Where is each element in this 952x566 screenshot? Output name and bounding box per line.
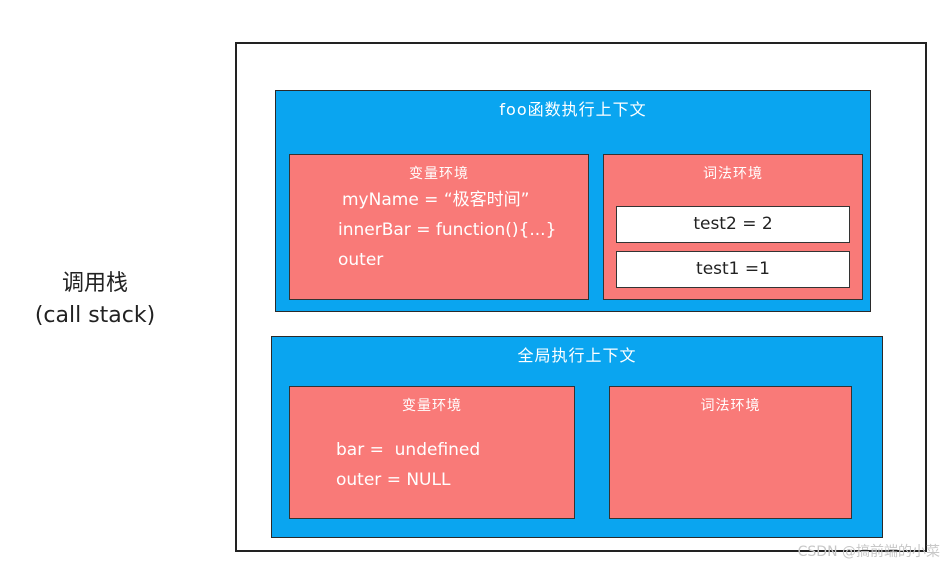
global-execution-context: 全局执行上下文 变量环境 bar = undefined outer = NUL… xyxy=(271,336,883,538)
lexical-item-test2: test2 = 2 xyxy=(616,206,850,243)
var-line-bar: bar = undefined xyxy=(336,440,481,460)
foo-execution-context: foo函数执行上下文 变量环境 myName = “极客时间” innerBar… xyxy=(275,90,871,312)
var-line-outer-null: outer = NULL xyxy=(336,470,451,490)
global-variable-list: bar = undefined outer = NULL xyxy=(336,435,480,495)
foo-variable-list: myName = “极客时间” innerBar = function(){..… xyxy=(338,185,556,275)
var-line-outer: outer xyxy=(338,250,384,270)
foo-variable-environment: 变量环境 myName = “极客时间” innerBar = function… xyxy=(289,154,589,300)
call-stack-label: 调用栈 (call stack) xyxy=(10,268,180,332)
foo-lexical-env-title: 词法环境 xyxy=(703,166,763,182)
lexical-item-test1: test1 =1 xyxy=(616,251,850,288)
foo-lexical-environment: 词法环境 test2 = 2 test1 =1 xyxy=(603,154,863,300)
foo-variable-env-title: 变量环境 xyxy=(409,166,469,182)
global-lexical-env-title: 词法环境 xyxy=(700,398,761,414)
global-context-title: 全局执行上下文 xyxy=(517,346,637,365)
call-stack-label-en: (call stack) xyxy=(34,303,156,328)
csdn-watermark: CSDN @搞前端的小菜 xyxy=(797,544,940,560)
call-stack-frame: foo函数执行上下文 变量环境 myName = “极客时间” innerBar… xyxy=(235,42,927,552)
global-variable-env-title: 变量环境 xyxy=(402,398,462,414)
var-line-myname: myName = “极客时间” xyxy=(342,190,530,210)
call-stack-label-cn: 调用栈 xyxy=(61,271,128,296)
var-line-innerbar: innerBar = function(){...} xyxy=(338,220,557,240)
global-variable-environment: 变量环境 bar = undefined outer = NULL xyxy=(289,386,575,519)
foo-context-title: foo函数执行上下文 xyxy=(499,100,647,119)
global-lexical-environment: 词法环境 xyxy=(609,386,852,519)
